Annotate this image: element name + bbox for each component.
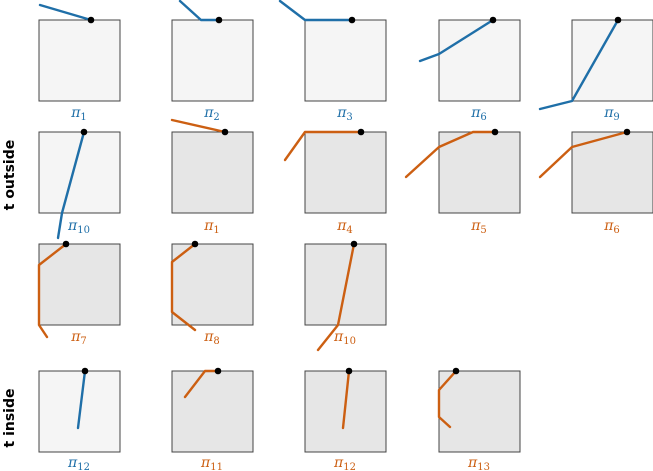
panel-label: π8	[203, 329, 220, 347]
path-line	[170, 242, 197, 332]
panel-label: π10	[333, 329, 356, 347]
panel-p17: π13	[437, 367, 521, 471]
panel-p14: π12	[38, 367, 121, 471]
end-dot	[348, 16, 356, 24]
panel-box	[571, 131, 653, 214]
panel-p1: π1	[38, 3, 121, 123]
end-dot	[350, 240, 358, 248]
end-dot	[345, 367, 353, 375]
panel-box	[38, 19, 121, 102]
end-dot	[81, 367, 89, 375]
end-dot	[214, 367, 222, 375]
path-line	[37, 242, 68, 339]
panel-label: π3	[336, 105, 353, 123]
end-dot	[87, 16, 95, 24]
end-dot	[215, 16, 223, 24]
path-line	[183, 369, 220, 399]
panel-label: π12	[67, 455, 90, 471]
end-dot	[357, 128, 365, 136]
panel-label: π10	[67, 218, 90, 236]
panel-p12: π8	[170, 240, 254, 347]
end-dot	[489, 16, 497, 24]
panel-p16: π12	[304, 367, 387, 471]
path-line	[538, 130, 629, 179]
end-dot	[491, 128, 499, 136]
panel-label: π7	[70, 329, 87, 347]
panel-box	[38, 243, 121, 326]
end-dot	[614, 16, 622, 24]
panel-box	[304, 19, 387, 102]
panel-label: π6	[603, 218, 620, 236]
panel-p9: π5	[404, 128, 521, 236]
path-line	[437, 369, 458, 429]
panel-label: π13	[467, 455, 490, 471]
panel-label: π11	[200, 455, 223, 471]
panel-box	[438, 370, 521, 453]
panel-p8: π4	[283, 128, 387, 236]
end-dot	[191, 240, 199, 248]
path-line	[38, 3, 93, 22]
path-line	[316, 242, 356, 352]
panel-label: π9	[603, 105, 620, 123]
panel-box	[438, 19, 521, 102]
end-dot	[452, 367, 460, 375]
panel-label: π1	[203, 218, 220, 236]
path-line	[178, 0, 221, 22]
panel-box	[171, 243, 254, 326]
end-dot	[623, 128, 631, 136]
panel-label: π4	[336, 218, 353, 236]
panel-p15: π11	[171, 367, 254, 471]
panel-label: π6	[470, 105, 487, 123]
path-line	[418, 18, 495, 63]
panel-label: π1	[70, 105, 87, 123]
panel-p2: π2	[171, 0, 254, 123]
panel-label: π5	[470, 218, 487, 236]
panel-p5: π9	[538, 16, 653, 123]
row-label-inside: t inside	[2, 389, 18, 448]
panel-label: π2	[203, 105, 220, 123]
panel-box	[171, 370, 254, 453]
path-line	[404, 130, 497, 179]
panel-p6: π10	[38, 128, 121, 240]
path-line	[538, 18, 620, 111]
panel-p3: π3	[278, 0, 387, 123]
path-line	[278, 0, 354, 22]
panel-label: π12	[333, 455, 356, 471]
path-line	[341, 369, 351, 430]
row-label-outside: t outside	[2, 140, 18, 211]
end-dot	[221, 128, 229, 136]
panel-box	[171, 19, 254, 102]
panel-box	[171, 131, 254, 214]
panel-p10: π6	[538, 128, 653, 236]
panel-p7: π1	[170, 118, 254, 236]
end-dot	[62, 240, 70, 248]
path-line	[56, 130, 86, 240]
path-line	[283, 130, 363, 162]
path-line	[170, 118, 227, 134]
panel-p13: π10	[304, 240, 387, 352]
panel-box	[571, 19, 653, 102]
path-line	[76, 369, 87, 430]
panel-p4: π6	[418, 16, 521, 123]
panel-box	[438, 131, 521, 214]
end-dot	[80, 128, 88, 136]
panel-p11: π7	[37, 240, 121, 347]
panel-box	[304, 131, 387, 214]
